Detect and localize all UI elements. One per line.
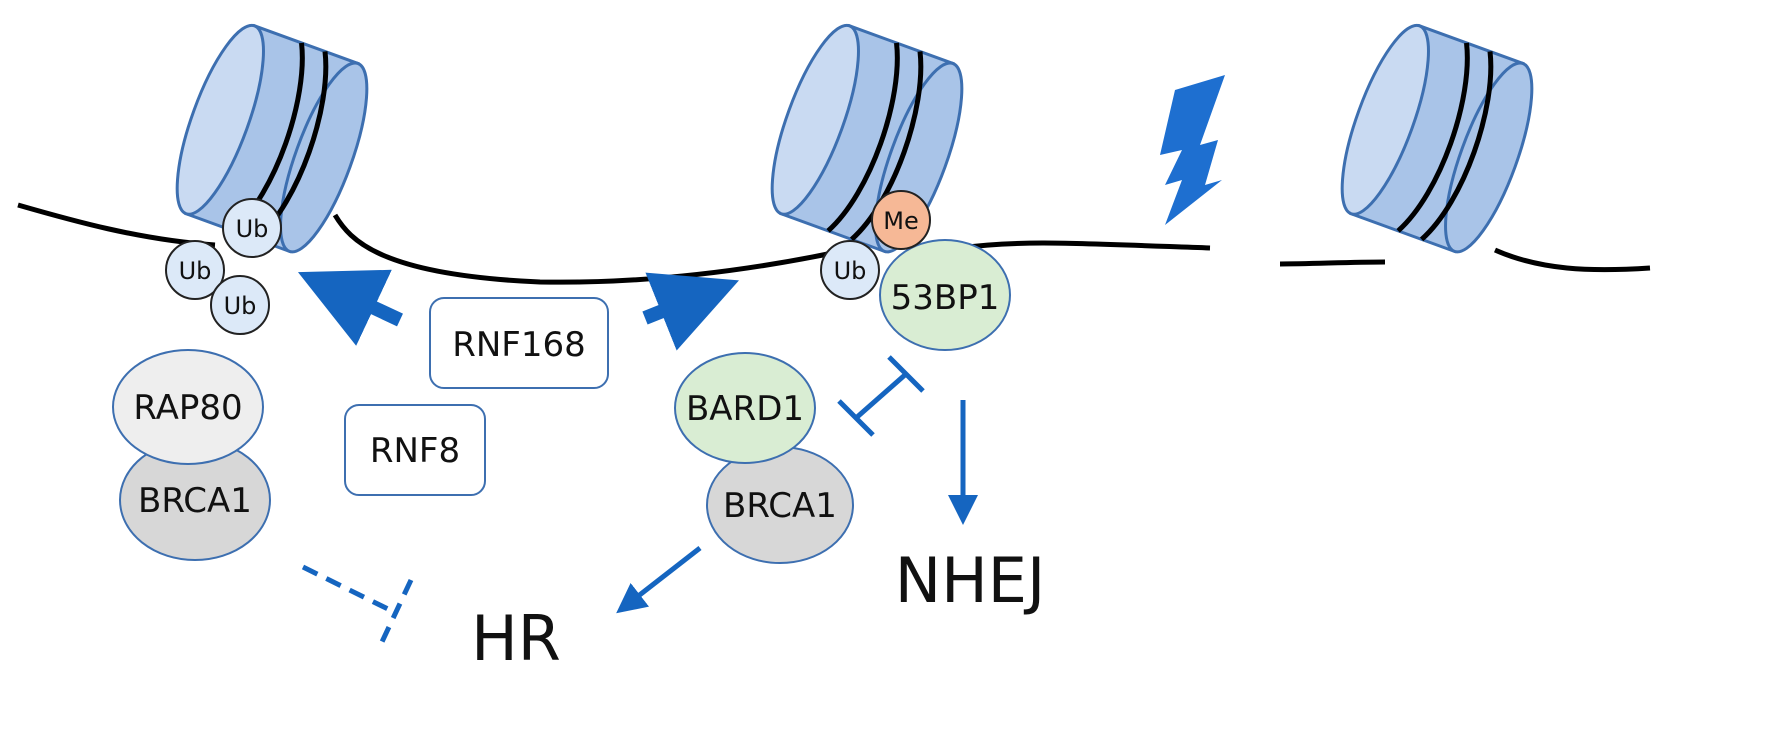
p53bp1-label: 53BP1	[891, 278, 1000, 318]
nucleosome-left	[175, 23, 369, 254]
inhibition-bar	[887, 355, 925, 393]
rnf168-box	[429, 297, 609, 389]
dashed-inhibition-brca1-hr	[301, 564, 398, 616]
bard1-protein	[674, 352, 816, 464]
nhej-label: NHEJ	[895, 544, 1045, 617]
rnf8-box	[344, 404, 486, 496]
nucleosome-right	[1340, 23, 1534, 254]
dna-strand-middle-right	[959, 240, 1211, 251]
ubiquitin-circle	[222, 198, 282, 258]
arrow-rnf168-to-53bp1	[642, 272, 739, 351]
rap80-label: RAP80	[133, 388, 242, 428]
methyl-label: Me	[883, 207, 918, 235]
rap80-protein	[112, 349, 264, 465]
arrow-brca1-to-hr	[616, 546, 702, 614]
p53bp1-protein	[879, 239, 1011, 351]
methyl-circle	[871, 190, 931, 250]
dna-strand-middle	[332, 213, 871, 285]
hr-label: HR	[471, 602, 561, 675]
ubiquitin-circle	[820, 240, 880, 300]
inhibition-bar	[378, 578, 414, 646]
ubiquitin-circle	[165, 240, 225, 300]
ubiquitin-label: Ub	[236, 215, 269, 243]
dna-strand-right-a	[1279, 259, 1386, 267]
brca1-right-label: BRCA1	[723, 486, 837, 526]
dna-strand-right-b	[1493, 247, 1651, 273]
inhibition-bard1-53bp1	[854, 372, 908, 420]
ubiquitin-circle	[210, 275, 270, 335]
arrow-rnf168-to-ubiquitin	[297, 269, 403, 346]
brca1-left-label: BRCA1	[138, 481, 252, 521]
ubiquitin-label: Ub	[834, 257, 867, 285]
rnf168-label: RNF168	[452, 325, 586, 365]
ubiquitin-label: Ub	[179, 257, 212, 285]
nucleosome-middle	[770, 23, 964, 254]
inhibition-bar	[837, 399, 875, 437]
rnf8-label: RNF8	[370, 431, 460, 471]
lightning-bolt-icon	[1160, 75, 1225, 225]
bard1-label: BARD1	[686, 389, 804, 429]
ubiquitin-label: Ub	[224, 292, 257, 320]
